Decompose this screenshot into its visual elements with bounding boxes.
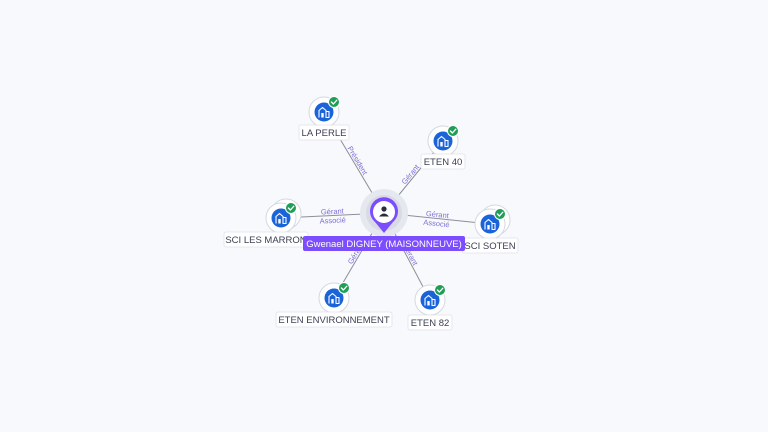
company-label-pill	[420, 153, 466, 170]
verified-check-icon	[328, 96, 340, 108]
verified-check-icon	[285, 202, 297, 214]
verified-check-icon	[434, 284, 446, 296]
role-label-eten-40: Gérant	[400, 162, 422, 186]
center-person-node[interactable]: Gwenael DIGNEY (MAISONNEUVE)	[303, 189, 465, 251]
company-label-pill	[407, 314, 453, 331]
company-node-sci-les-marron[interactable]: SCI LES MARRON	[223, 198, 309, 248]
building-glyph	[275, 212, 287, 225]
center-label-pill	[303, 236, 465, 251]
company-node-eten-82[interactable]: ETEN 82	[407, 284, 453, 331]
company-name: SCI LES MARRON	[225, 235, 306, 246]
building-glyph	[318, 106, 330, 119]
company-name: ETEN 40	[424, 157, 463, 168]
verified-check-icon	[494, 208, 506, 220]
company-nodes: LA PERLE ETEN 40 SCI SOTEN ETEN 82 ETEN ENVI…	[223, 96, 519, 331]
company-label-pill	[298, 124, 350, 141]
building-glyph	[484, 218, 496, 231]
building-glyph	[328, 292, 340, 305]
verified-check-icon	[338, 282, 350, 294]
person-name: Gwenael DIGNEY (MAISONNEUVE)	[306, 239, 462, 250]
company-label-pill	[275, 311, 393, 328]
role-label-sci-les-marron: Gérant	[321, 206, 345, 216]
person-icon	[379, 206, 389, 217]
company-node-sci-soten[interactable]: SCI SOTEN	[461, 204, 519, 254]
role-label-la-perle: Président	[345, 145, 369, 178]
company-node-la-perle[interactable]: LA PERLE	[298, 96, 350, 141]
company-name: SCI SOTEN	[464, 241, 515, 252]
role-label-sci-soten: Associé	[423, 218, 450, 230]
company-node-eten-40[interactable]: ETEN 40	[420, 125, 466, 170]
company-name: ETEN ENVIRONNEMENT	[278, 315, 390, 326]
role-label-sci-les-marron: Associé	[319, 215, 346, 225]
role-label-sci-soten: Gérant	[426, 209, 451, 220]
building-glyph	[424, 294, 436, 307]
company-name: LA PERLE	[302, 128, 347, 139]
building-glyph	[437, 135, 449, 148]
verified-check-icon	[447, 125, 459, 137]
company-node-eten-environnement[interactable]: ETEN ENVIRONNEMENT	[275, 282, 393, 328]
company-name: ETEN 82	[411, 318, 450, 329]
